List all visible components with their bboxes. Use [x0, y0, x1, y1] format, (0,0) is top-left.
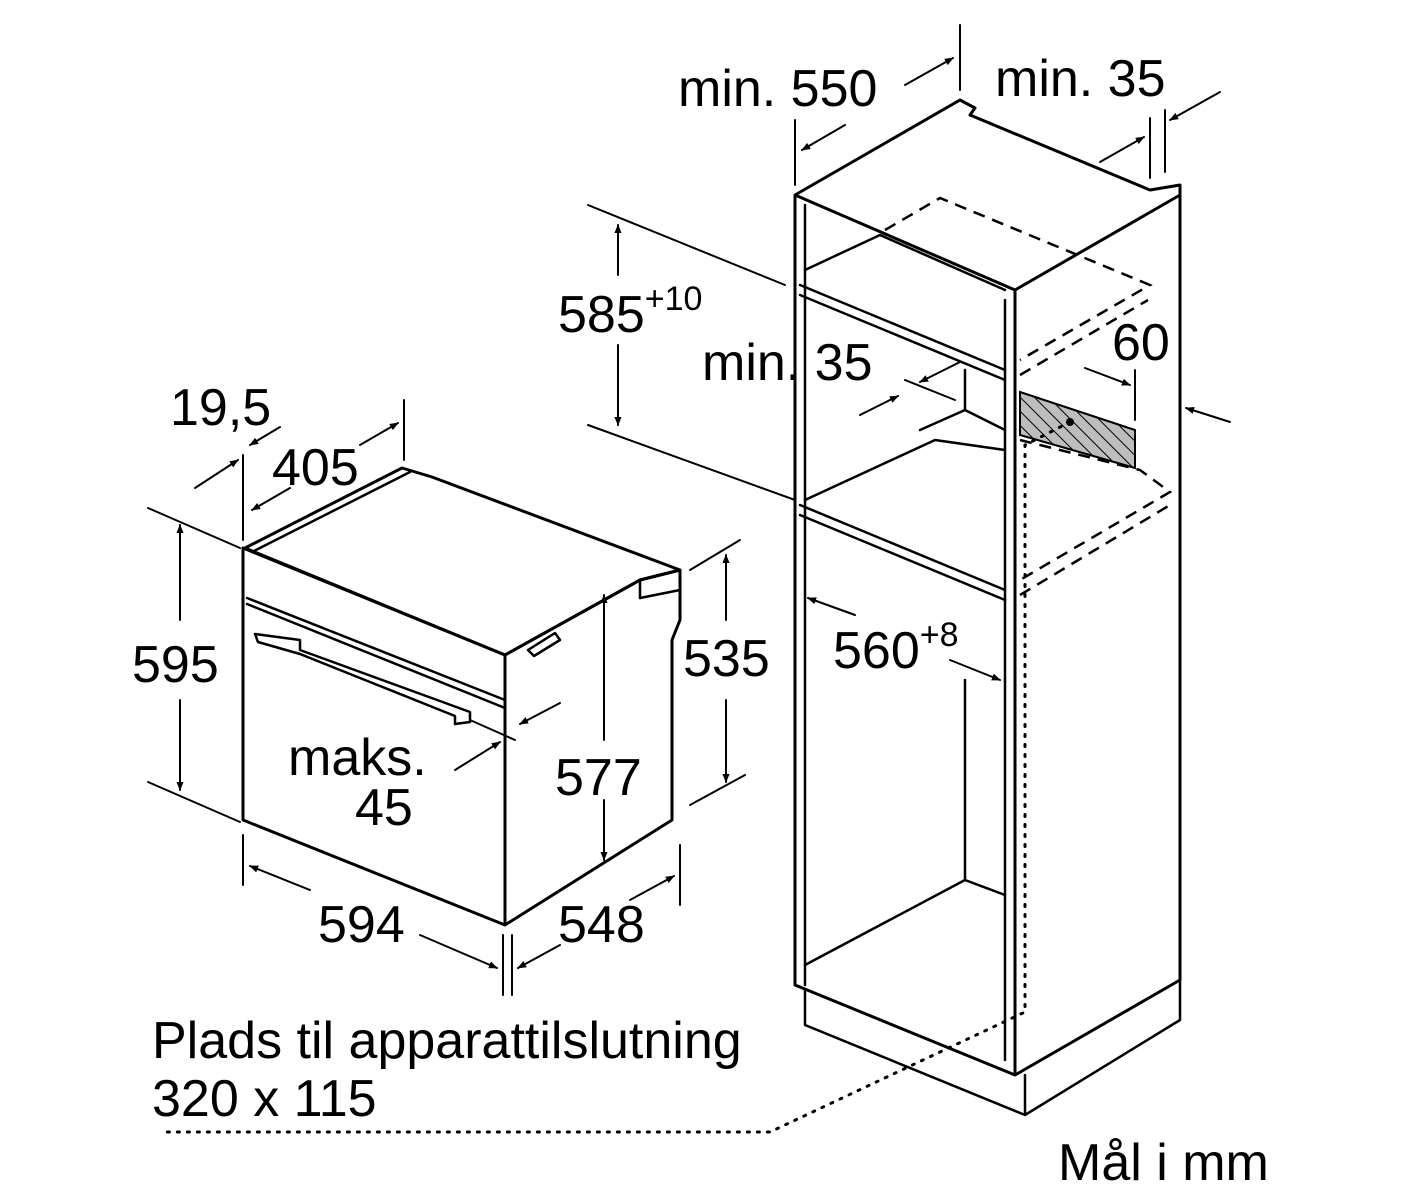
dim-548-arrow-left [517, 944, 561, 969]
dim-right-side-arrow [1185, 407, 1231, 423]
cabinet-outline [793, 98, 1182, 1077]
dim-max-arrow-a [519, 702, 561, 725]
dim-405-arrow-b [359, 422, 399, 446]
connection-dotted-line [158, 420, 1072, 1134]
dim-594-arrow-left [249, 865, 311, 891]
ext-line-595-top [147, 507, 241, 549]
dim-405-arrow-a [251, 487, 291, 511]
dim-35-arrow-a [1099, 136, 1145, 163]
dim-shelf-35-arrow-b [859, 395, 899, 416]
label-rear-gap: min. 35 [995, 50, 1166, 108]
label-top-width: 405 [272, 439, 359, 497]
oven-door-edge [245, 602, 507, 710]
label-vent-60: 60 [1112, 314, 1170, 372]
dim-60-arrow [1084, 367, 1131, 386]
oven-side-face [504, 568, 682, 927]
dim-560-arrow-left [807, 597, 856, 616]
cabinet-vent-back [918, 368, 1007, 432]
label-shelf-gap: min. 35 [702, 334, 873, 392]
dim-594-arrow-right [419, 934, 498, 969]
cabinet-plinth [803, 978, 1182, 1117]
oven-dimensions [147, 399, 746, 996]
oven-door-handle [253, 632, 472, 726]
ext-line-585-bottom [587, 424, 796, 501]
label-width-594: 594 [318, 896, 405, 954]
cabinet-dimensions [587, 24, 1231, 681]
label-height-535: 535 [683, 630, 770, 688]
cabinet-recess-dashed-mid [1019, 298, 1149, 377]
ext-line-595-bottom [147, 781, 241, 823]
label-inner-577: 577 [555, 749, 642, 807]
cabinet-top-front [794, 193, 1016, 292]
oven-side-bracket [526, 631, 562, 658]
cabinet-recess-dashed-low [1019, 438, 1173, 597]
dim-550-arrow-right [904, 57, 954, 86]
oven-top-edge [250, 470, 412, 554]
label-max-value: 45 [355, 779, 413, 837]
cabinet-lower-back [803, 678, 1007, 967]
label-depth-548: 548 [558, 896, 645, 954]
ext-line-585-top [587, 204, 786, 286]
label-niche-width: 560+8 [833, 616, 959, 680]
label-height-595: 595 [132, 636, 219, 694]
dim-35-arrow-b [1169, 91, 1221, 121]
cabinet-top-right [1014, 193, 1181, 292]
cabinet-oven-shelf [798, 438, 1007, 602]
ext-line-535-top [689, 539, 741, 571]
ext-line-shelf-35 [904, 379, 956, 401]
dim-shelf-35-arrow-a [919, 361, 961, 383]
label-niche-height: 585+10 [558, 280, 702, 344]
label-connection-size: 320 x 115 [152, 1070, 377, 1128]
oven-control-panel-edge [245, 596, 507, 702]
vent-hatched-area [1019, 390, 1136, 470]
cabinet-top-shelf [798, 233, 1007, 382]
dim-max-arrow-b [454, 741, 501, 771]
cabinet-recess-dashed-top [884, 196, 1153, 362]
ext-line-max-a [469, 719, 516, 741]
oven-drawing [241, 466, 682, 927]
label-top-depth: 19,5 [170, 379, 271, 437]
cabinet-drawing [158, 98, 1182, 1134]
oven-side-step-2 [638, 588, 682, 600]
dim-19-5-arrow-a [194, 459, 239, 489]
label-max: maks. [288, 729, 427, 787]
ext-line-535-bottom [689, 774, 746, 806]
label-units: Mål i mm [1058, 1134, 1269, 1192]
label-connection: Plads til apparattilslutning [152, 1012, 742, 1070]
dim-19-5-arrow-b [249, 426, 281, 446]
dim-560-arrow-right [949, 659, 1001, 681]
label-cabinet-depth: min. 550 [678, 60, 877, 118]
dim-550-arrow-left [801, 124, 846, 151]
labels: 19,5 405 595 535 577 maks. 45 594 548 mi… [132, 50, 1269, 1192]
dim-548-arrow-right [629, 875, 675, 901]
